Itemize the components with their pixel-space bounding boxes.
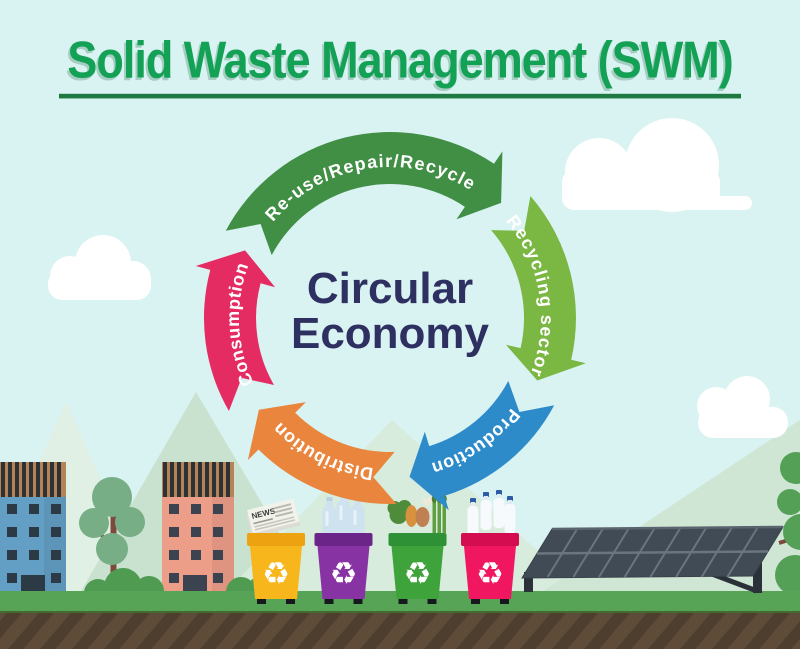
- bin-body: [317, 546, 370, 599]
- cloud-left: [48, 235, 151, 300]
- arrow-shape: [491, 196, 586, 381]
- door: [183, 575, 207, 592]
- building-pink: [162, 462, 234, 592]
- newspaper: NEWS: [246, 498, 301, 538]
- corner-tree: [775, 452, 800, 595]
- bin-body: [464, 546, 516, 599]
- arrow-shape: [409, 380, 555, 511]
- arrow-consumption: Consumption: [195, 250, 276, 411]
- page-title: Solid Waste Management (SWM): [59, 30, 741, 99]
- bin-rim: [461, 533, 519, 546]
- arrow-shape: [195, 250, 276, 411]
- cloud-small-right: [697, 376, 788, 438]
- recycle-symbol: ♻: [476, 556, 504, 591]
- center-title-line1: Circular: [307, 264, 473, 313]
- plastic-bottles: [322, 491, 365, 540]
- recycle-symbol: ♻: [262, 556, 290, 591]
- organic-bin: ♻: [387, 495, 447, 604]
- recycle-symbol: ♻: [404, 556, 432, 591]
- building-blue: [0, 462, 66, 592]
- tree: [79, 477, 145, 593]
- recycle-symbol: ♻: [330, 556, 358, 591]
- arrow-shape: [247, 402, 397, 505]
- grass-edge: [0, 611, 800, 614]
- bin-body: [391, 546, 444, 599]
- door: [21, 575, 45, 592]
- solar-panel: [521, 525, 784, 594]
- arrow-shape: [225, 132, 503, 256]
- bin-rim: [247, 533, 305, 546]
- water-bottles: [467, 490, 516, 536]
- soil: [0, 613, 800, 649]
- bin-rim: [314, 533, 373, 546]
- bottle-bin: ♻: [461, 490, 519, 604]
- cloud-right: [562, 118, 752, 212]
- title-row: Solid Waste Management (SWM): [0, 30, 800, 99]
- bin-rim: [388, 533, 447, 546]
- bin-body: [250, 546, 302, 599]
- center-title-line2: Economy: [291, 309, 490, 358]
- plastic-bin: ♻: [314, 491, 373, 604]
- paper-bin: NEWS ♻: [246, 498, 305, 604]
